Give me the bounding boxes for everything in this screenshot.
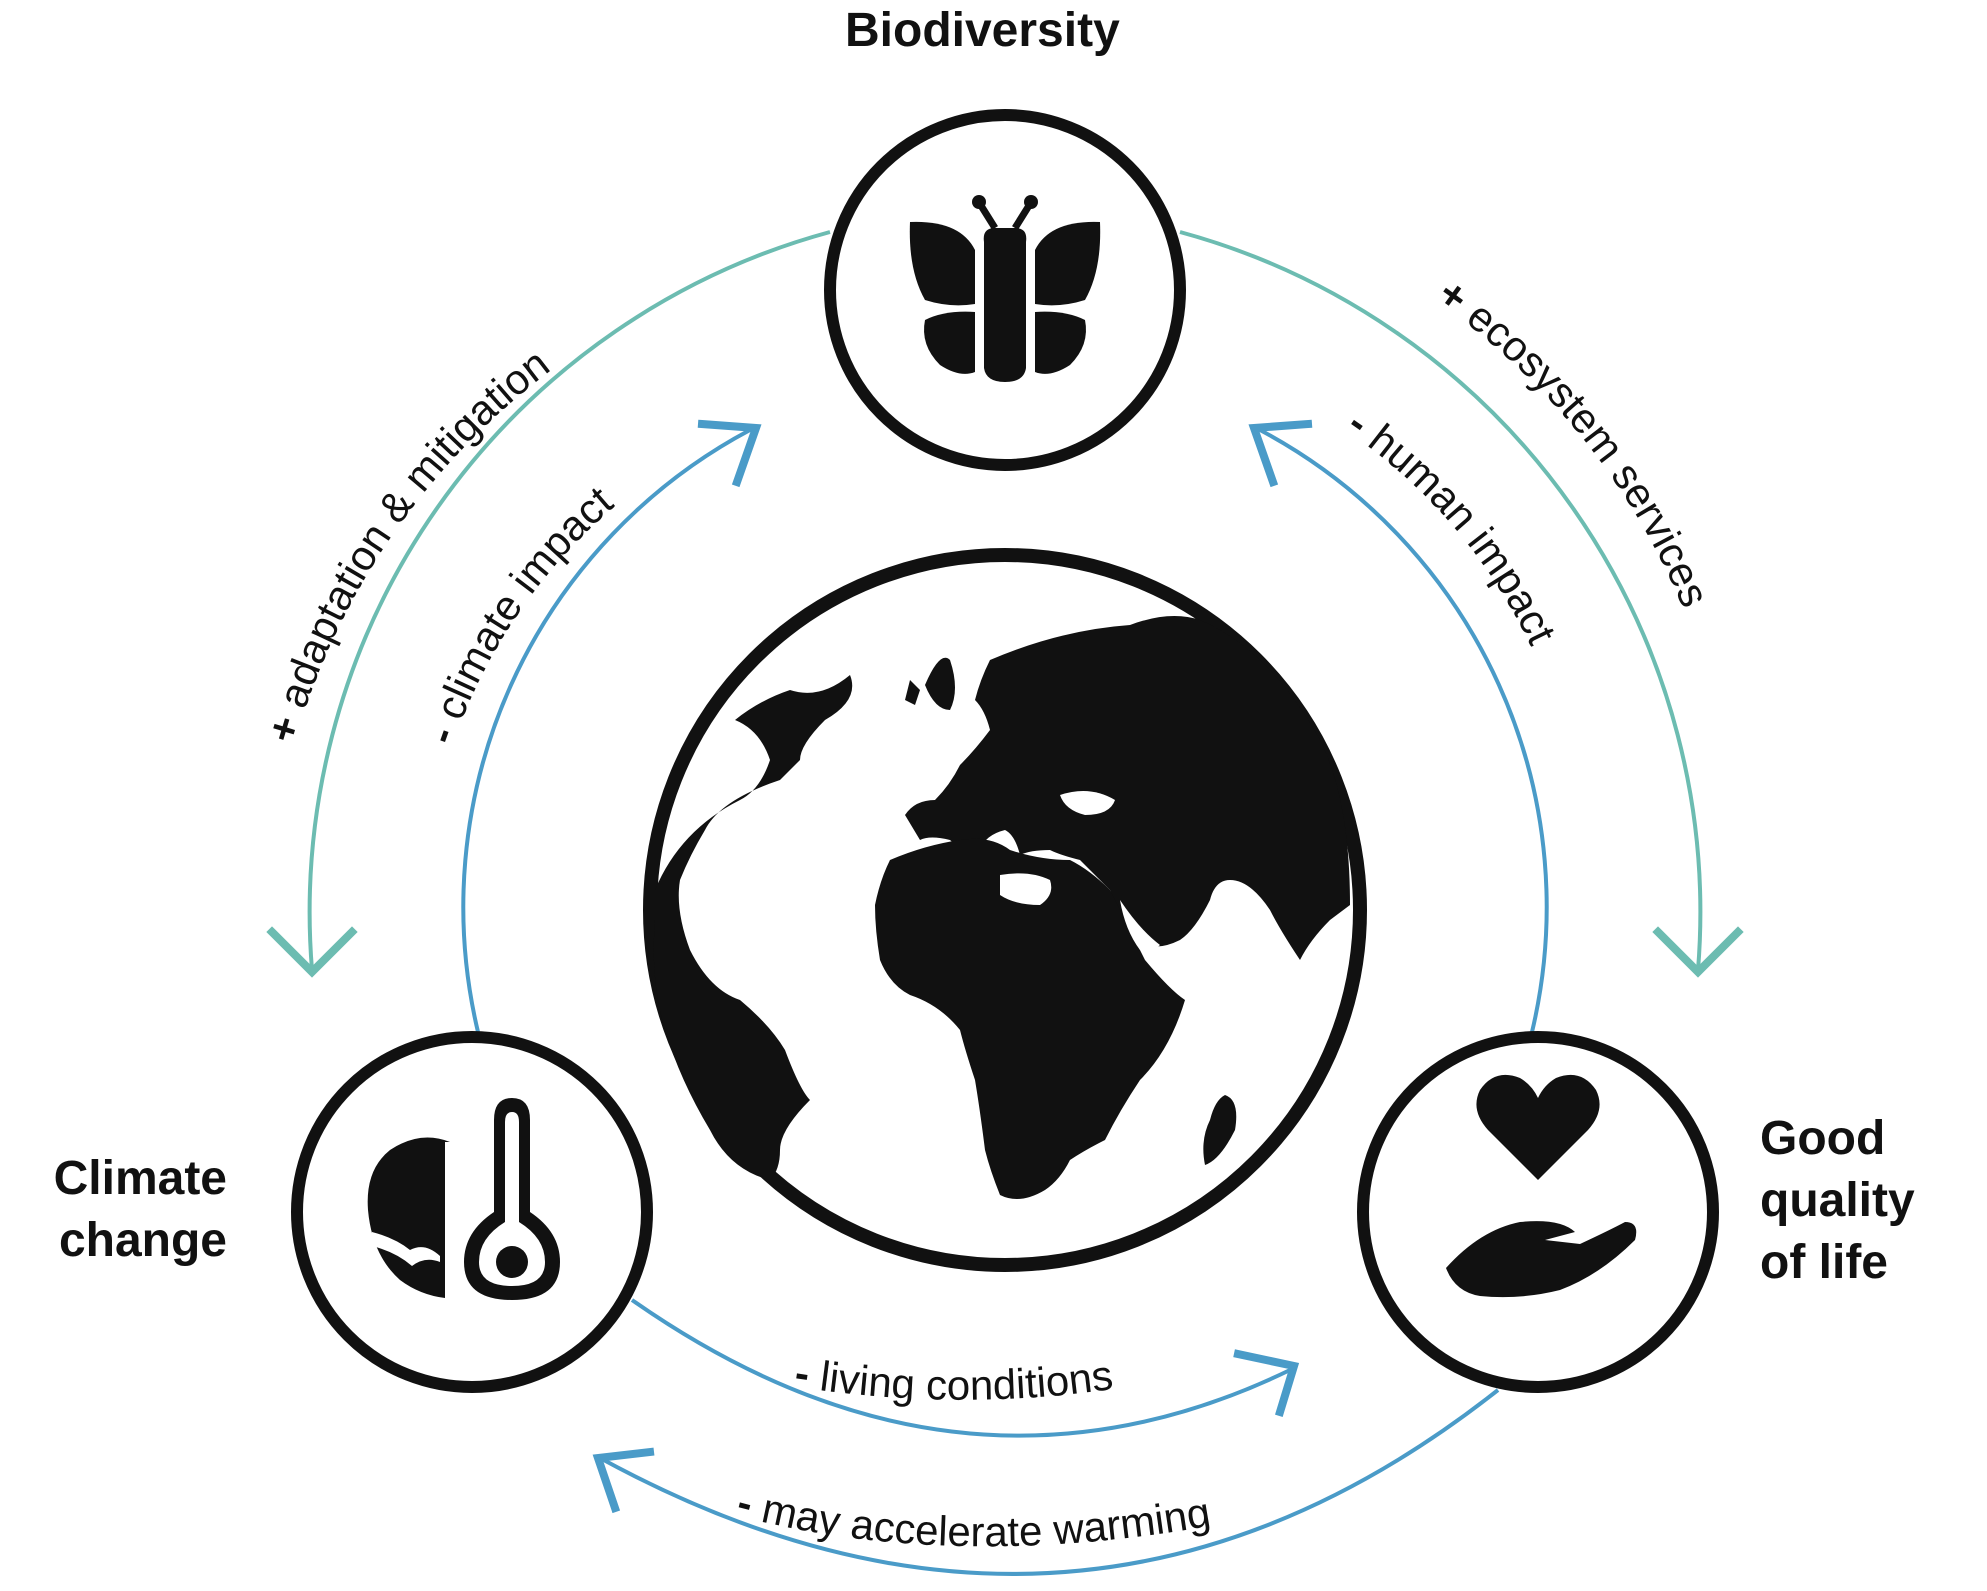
quality-of-life-label-line: of life	[1760, 1236, 1888, 1289]
climate-impact-label: - climate impact	[416, 477, 621, 749]
human-impact-label: - human impact	[1340, 399, 1566, 652]
ecosystem-arc	[1179, 230, 1703, 971]
warming-arc	[599, 1388, 1500, 1576]
living-conditions-arrowhead	[1233, 1349, 1300, 1417]
climate-change-label: Climate change	[22, 1148, 227, 1272]
climate-change-label-line: change	[58, 1214, 227, 1267]
quality-of-life-node	[1357, 1031, 1719, 1393]
human-impact-arrowhead	[1248, 419, 1313, 488]
adaptation-arrowhead	[266, 926, 358, 978]
living-conditions-label: - living conditions	[792, 1349, 1116, 1409]
quality-of-life-label-line: Good	[1760, 1112, 1886, 1165]
biodiversity-label: Biodiversity	[845, 0, 1120, 62]
globe-thermometer-icon	[367, 1098, 560, 1300]
climate-impact-arrowhead	[697, 419, 762, 488]
climate-impact-arc	[461, 428, 751, 1033]
quality-of-life-label: Good quality of life	[1760, 1108, 1915, 1294]
warming-arrowhead	[592, 1447, 655, 1514]
biodiversity-label-line: Biodiversity	[845, 4, 1120, 57]
heart-in-hand-icon	[1446, 1074, 1637, 1298]
butterfly-icon	[909, 195, 1101, 382]
ecosystem-arrowhead	[1652, 926, 1744, 978]
human-impact-arc	[1259, 428, 1549, 1033]
climate-change-label-line: Climate	[53, 1152, 227, 1205]
earth-globe-icon	[643, 548, 1367, 1272]
quality-of-life-label-line: quality	[1760, 1174, 1915, 1227]
climate-change-node	[291, 1031, 653, 1393]
living-conditions-arc	[630, 1298, 1291, 1438]
adaptation-arc	[307, 230, 831, 971]
